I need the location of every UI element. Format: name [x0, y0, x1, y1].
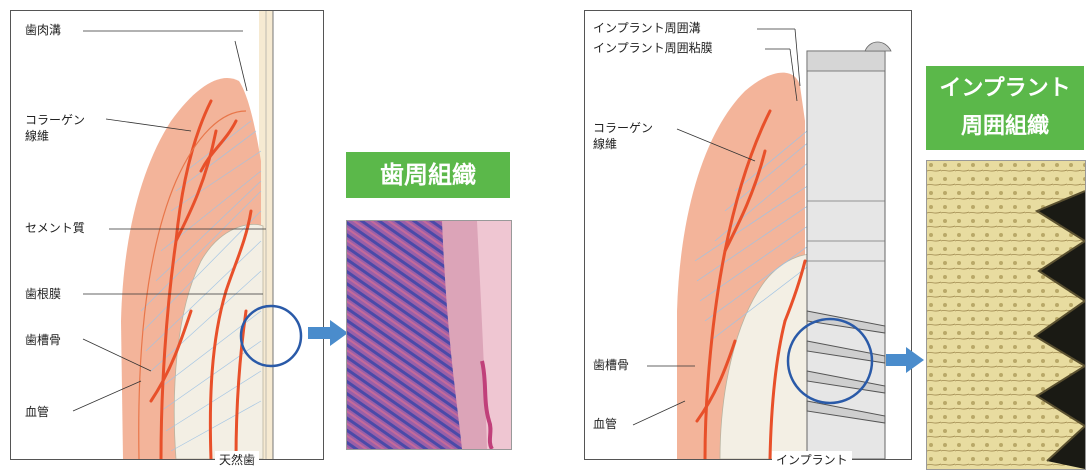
arrow-right-icon [308, 320, 348, 346]
arrow-right-icon [886, 347, 924, 373]
label-alveolar-bone: 歯槽骨 [593, 358, 629, 373]
peri-implant-histology-image [926, 160, 1086, 470]
badge-peri-implant-line1: インプラント [926, 70, 1084, 108]
badge-peri-implant-tissue: インプラント 周囲組織 [926, 66, 1084, 150]
label-cementum: セメント質 [25, 221, 85, 236]
label-fiber: 線維 [25, 129, 49, 144]
label-periodontal-ligament: 歯根膜 [25, 287, 61, 302]
label-blood-vessel: 血管 [593, 417, 617, 432]
label-gingival-sulcus: 歯肉溝 [25, 23, 61, 38]
caption-natural-tooth: 天然歯 [215, 451, 259, 468]
implant-illustration [585, 11, 911, 459]
label-blood-vessel: 血管 [25, 405, 49, 420]
label-peri-implant-sulcus: インプラント周囲溝 [593, 21, 701, 36]
badge-periodontal-tissue: 歯周組織 [346, 152, 510, 198]
label-fiber: 線維 [593, 137, 617, 152]
implant-diagram: インプラント周囲溝 インプラント周囲粘膜 コラーゲン 線維 歯槽骨 血管 [584, 10, 912, 460]
caption-implant: インプラント [772, 451, 852, 468]
label-alveolar-bone: 歯槽骨 [25, 333, 61, 348]
badge-periodontal-tissue-label: 歯周組織 [380, 161, 476, 189]
label-collagen: コラーゲン [593, 121, 653, 136]
label-collagen: コラーゲン [25, 113, 85, 128]
label-peri-implant-mucosa: インプラント周囲粘膜 [593, 41, 713, 56]
natural-tooth-diagram: 歯肉溝 コラーゲン 線維 セメント質 歯根膜 歯槽骨 血管 [10, 10, 324, 460]
periodontal-histology-image [346, 220, 512, 450]
badge-peri-implant-line2: 周囲組織 [926, 108, 1084, 146]
